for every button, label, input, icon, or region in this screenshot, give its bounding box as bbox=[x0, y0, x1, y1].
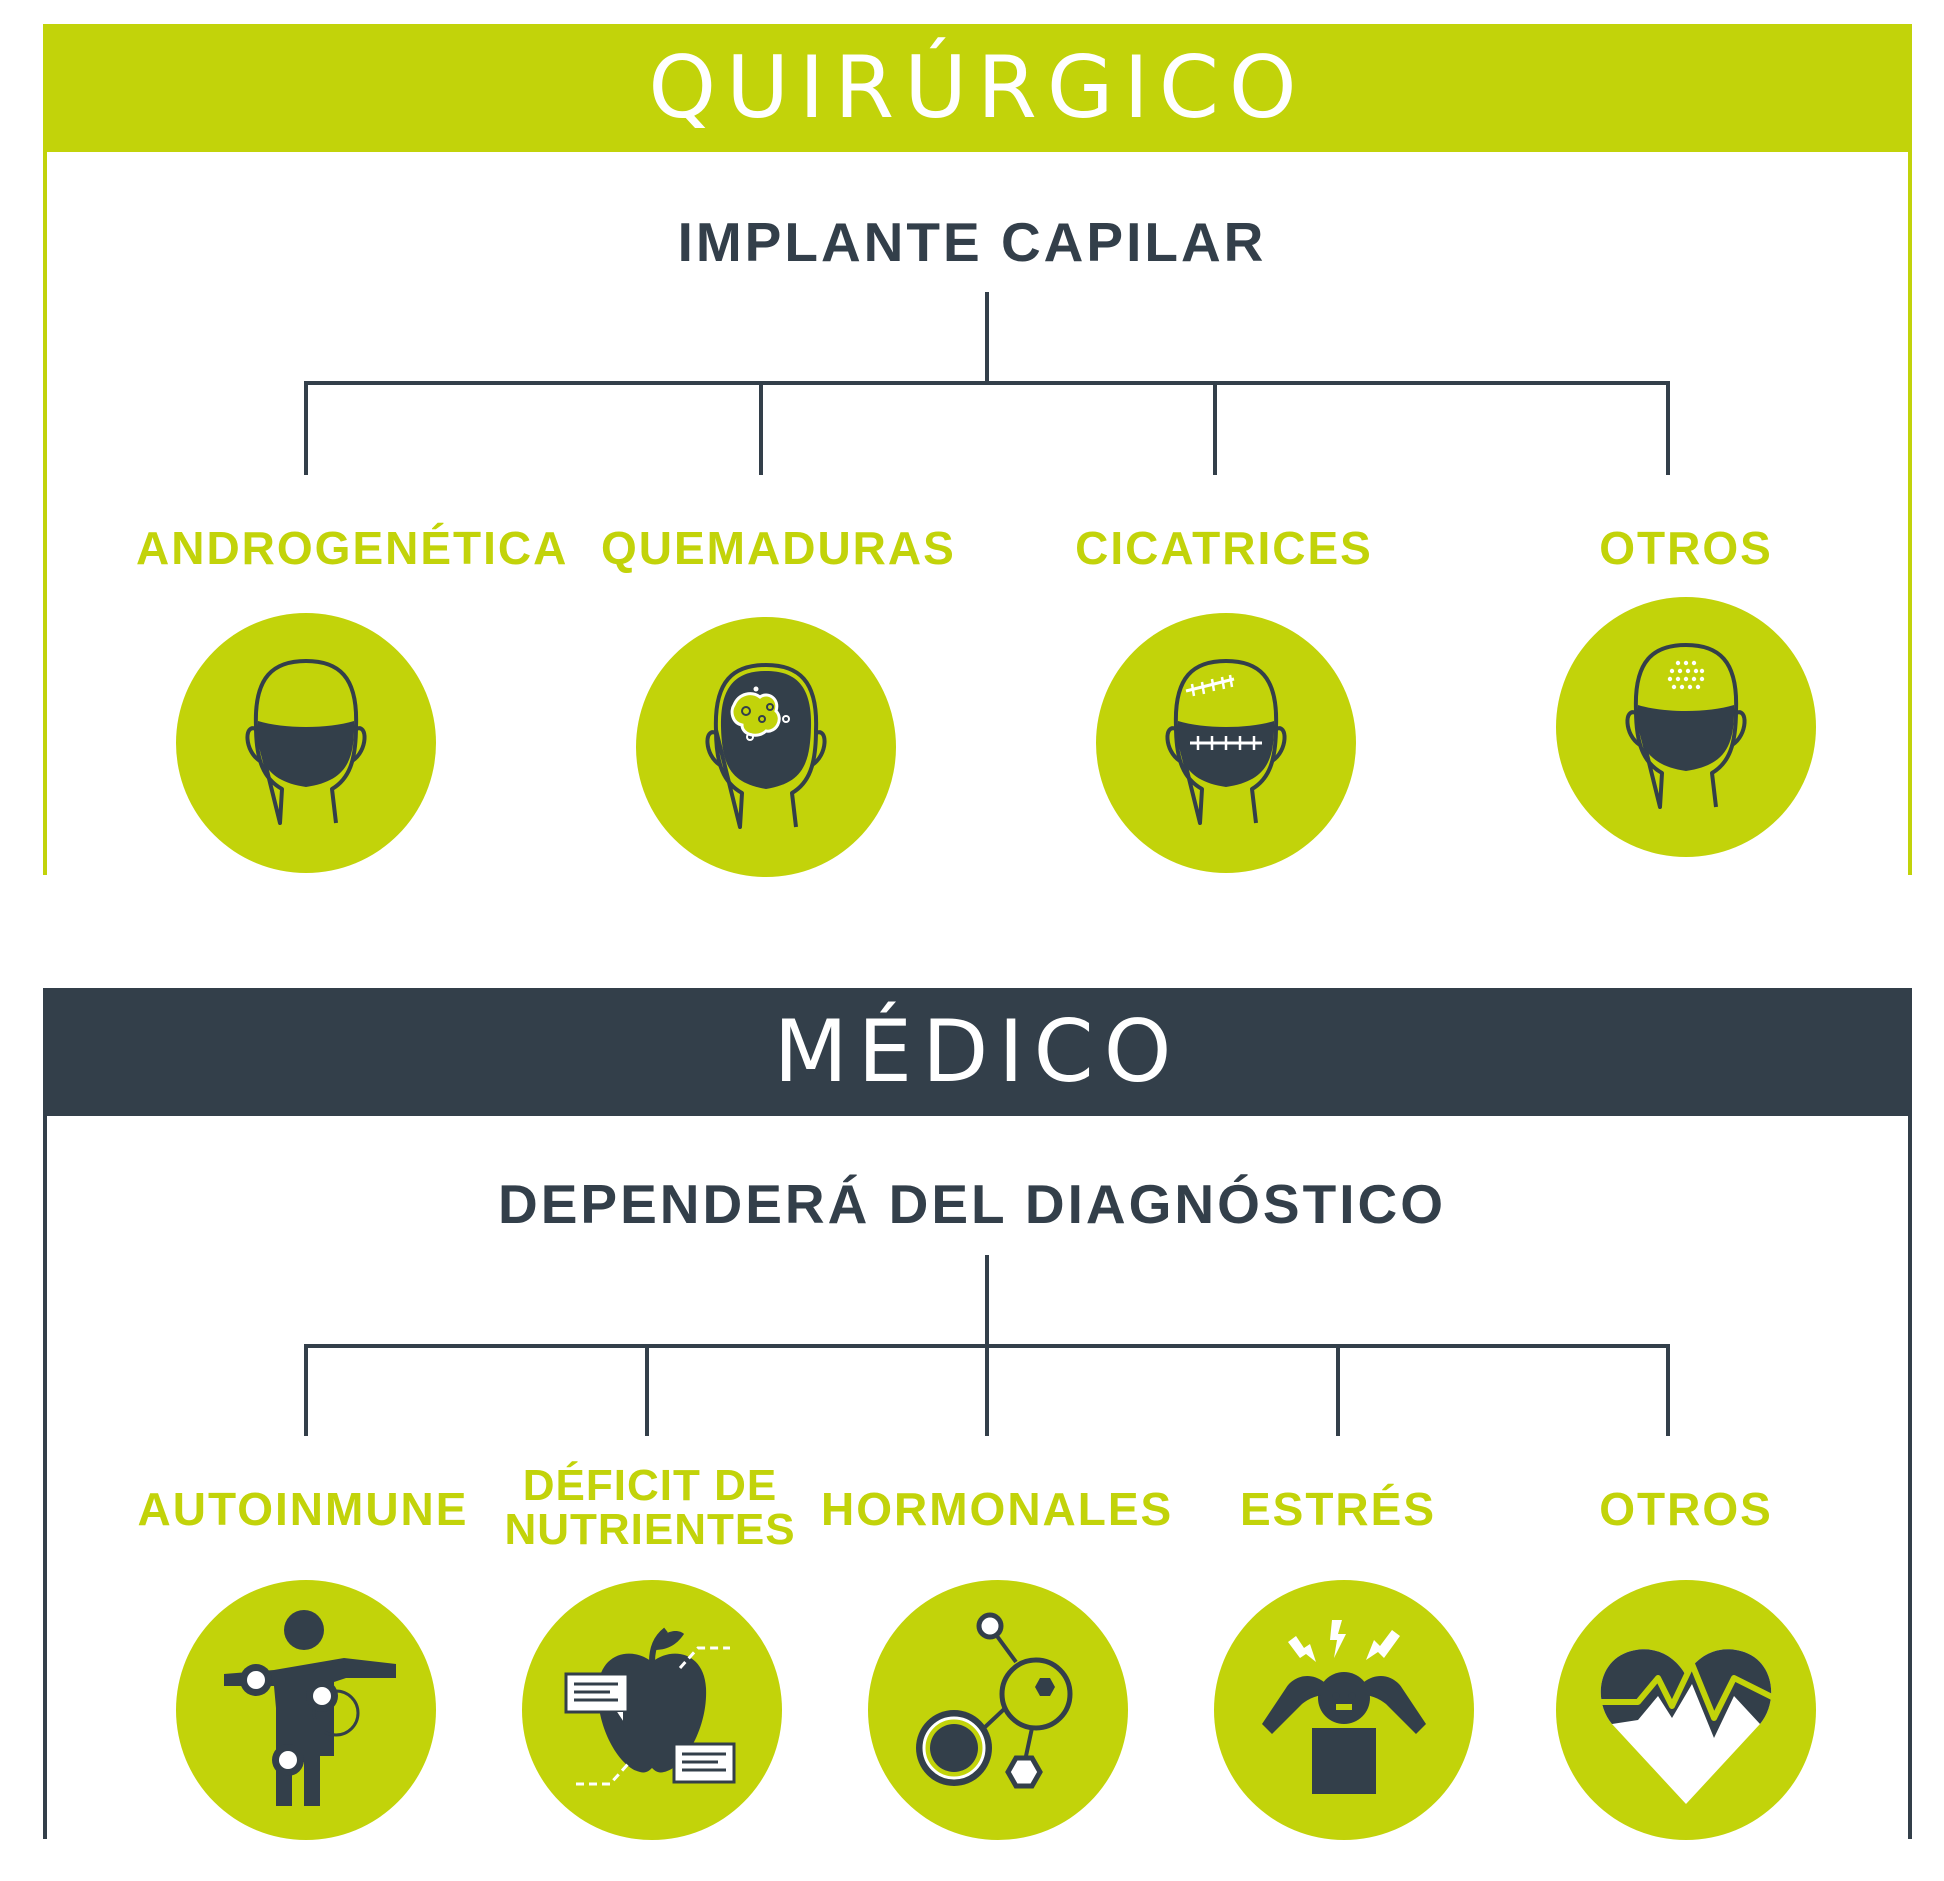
quirurgico-title: QUIRÚRGICO bbox=[648, 38, 1307, 138]
body-joints-icon bbox=[176, 1580, 436, 1840]
label-otros-medico: OTROS bbox=[1599, 1483, 1773, 1535]
label-deficit-line2: NUTRIENTES bbox=[504, 1505, 796, 1554]
label-deficit-line1: DÉFICIT DE bbox=[522, 1461, 778, 1510]
quirurgico-frame-right bbox=[1908, 150, 1912, 875]
medico-banner: MÉDICO bbox=[43, 988, 1912, 1116]
label-otros-quirurgico: OTROS bbox=[1599, 522, 1773, 574]
quirurgico-banner: QUIRÚRGICO bbox=[43, 24, 1912, 152]
head-androgenetic-icon bbox=[176, 613, 436, 873]
label-autoinmune: AUTOINMUNE bbox=[137, 1483, 469, 1535]
label-hormonales: HORMONALES bbox=[821, 1483, 1174, 1535]
medico-frame-right bbox=[1908, 1114, 1912, 1839]
head-scar-icon bbox=[1096, 613, 1356, 873]
label-cicatrices: CICATRICES bbox=[1075, 522, 1373, 574]
quirurgico-subtitle: IMPLANTE CAPILAR bbox=[677, 211, 1267, 273]
stressed-person-icon bbox=[1214, 1580, 1474, 1840]
medico-subtitle: DEPENDERÁ DEL DIAGNÓSTICO bbox=[498, 1173, 1446, 1235]
molecule-icon bbox=[868, 1580, 1128, 1840]
apple-nutrients-icon bbox=[522, 1580, 782, 1840]
label-deficit-nutrientes: DÉFICIT DE NUTRIENTES bbox=[480, 1464, 820, 1552]
quirurgico-frame-left bbox=[43, 150, 47, 875]
heart-icon bbox=[1556, 1580, 1816, 1840]
label-quemaduras: QUEMADURAS bbox=[601, 522, 956, 574]
medico-title: MÉDICO bbox=[773, 1002, 1182, 1102]
head-other-icon bbox=[1556, 597, 1816, 857]
medico-frame-left bbox=[43, 1114, 47, 1839]
head-burn-icon bbox=[636, 617, 896, 877]
label-estres: ESTRÉS bbox=[1239, 1483, 1437, 1535]
